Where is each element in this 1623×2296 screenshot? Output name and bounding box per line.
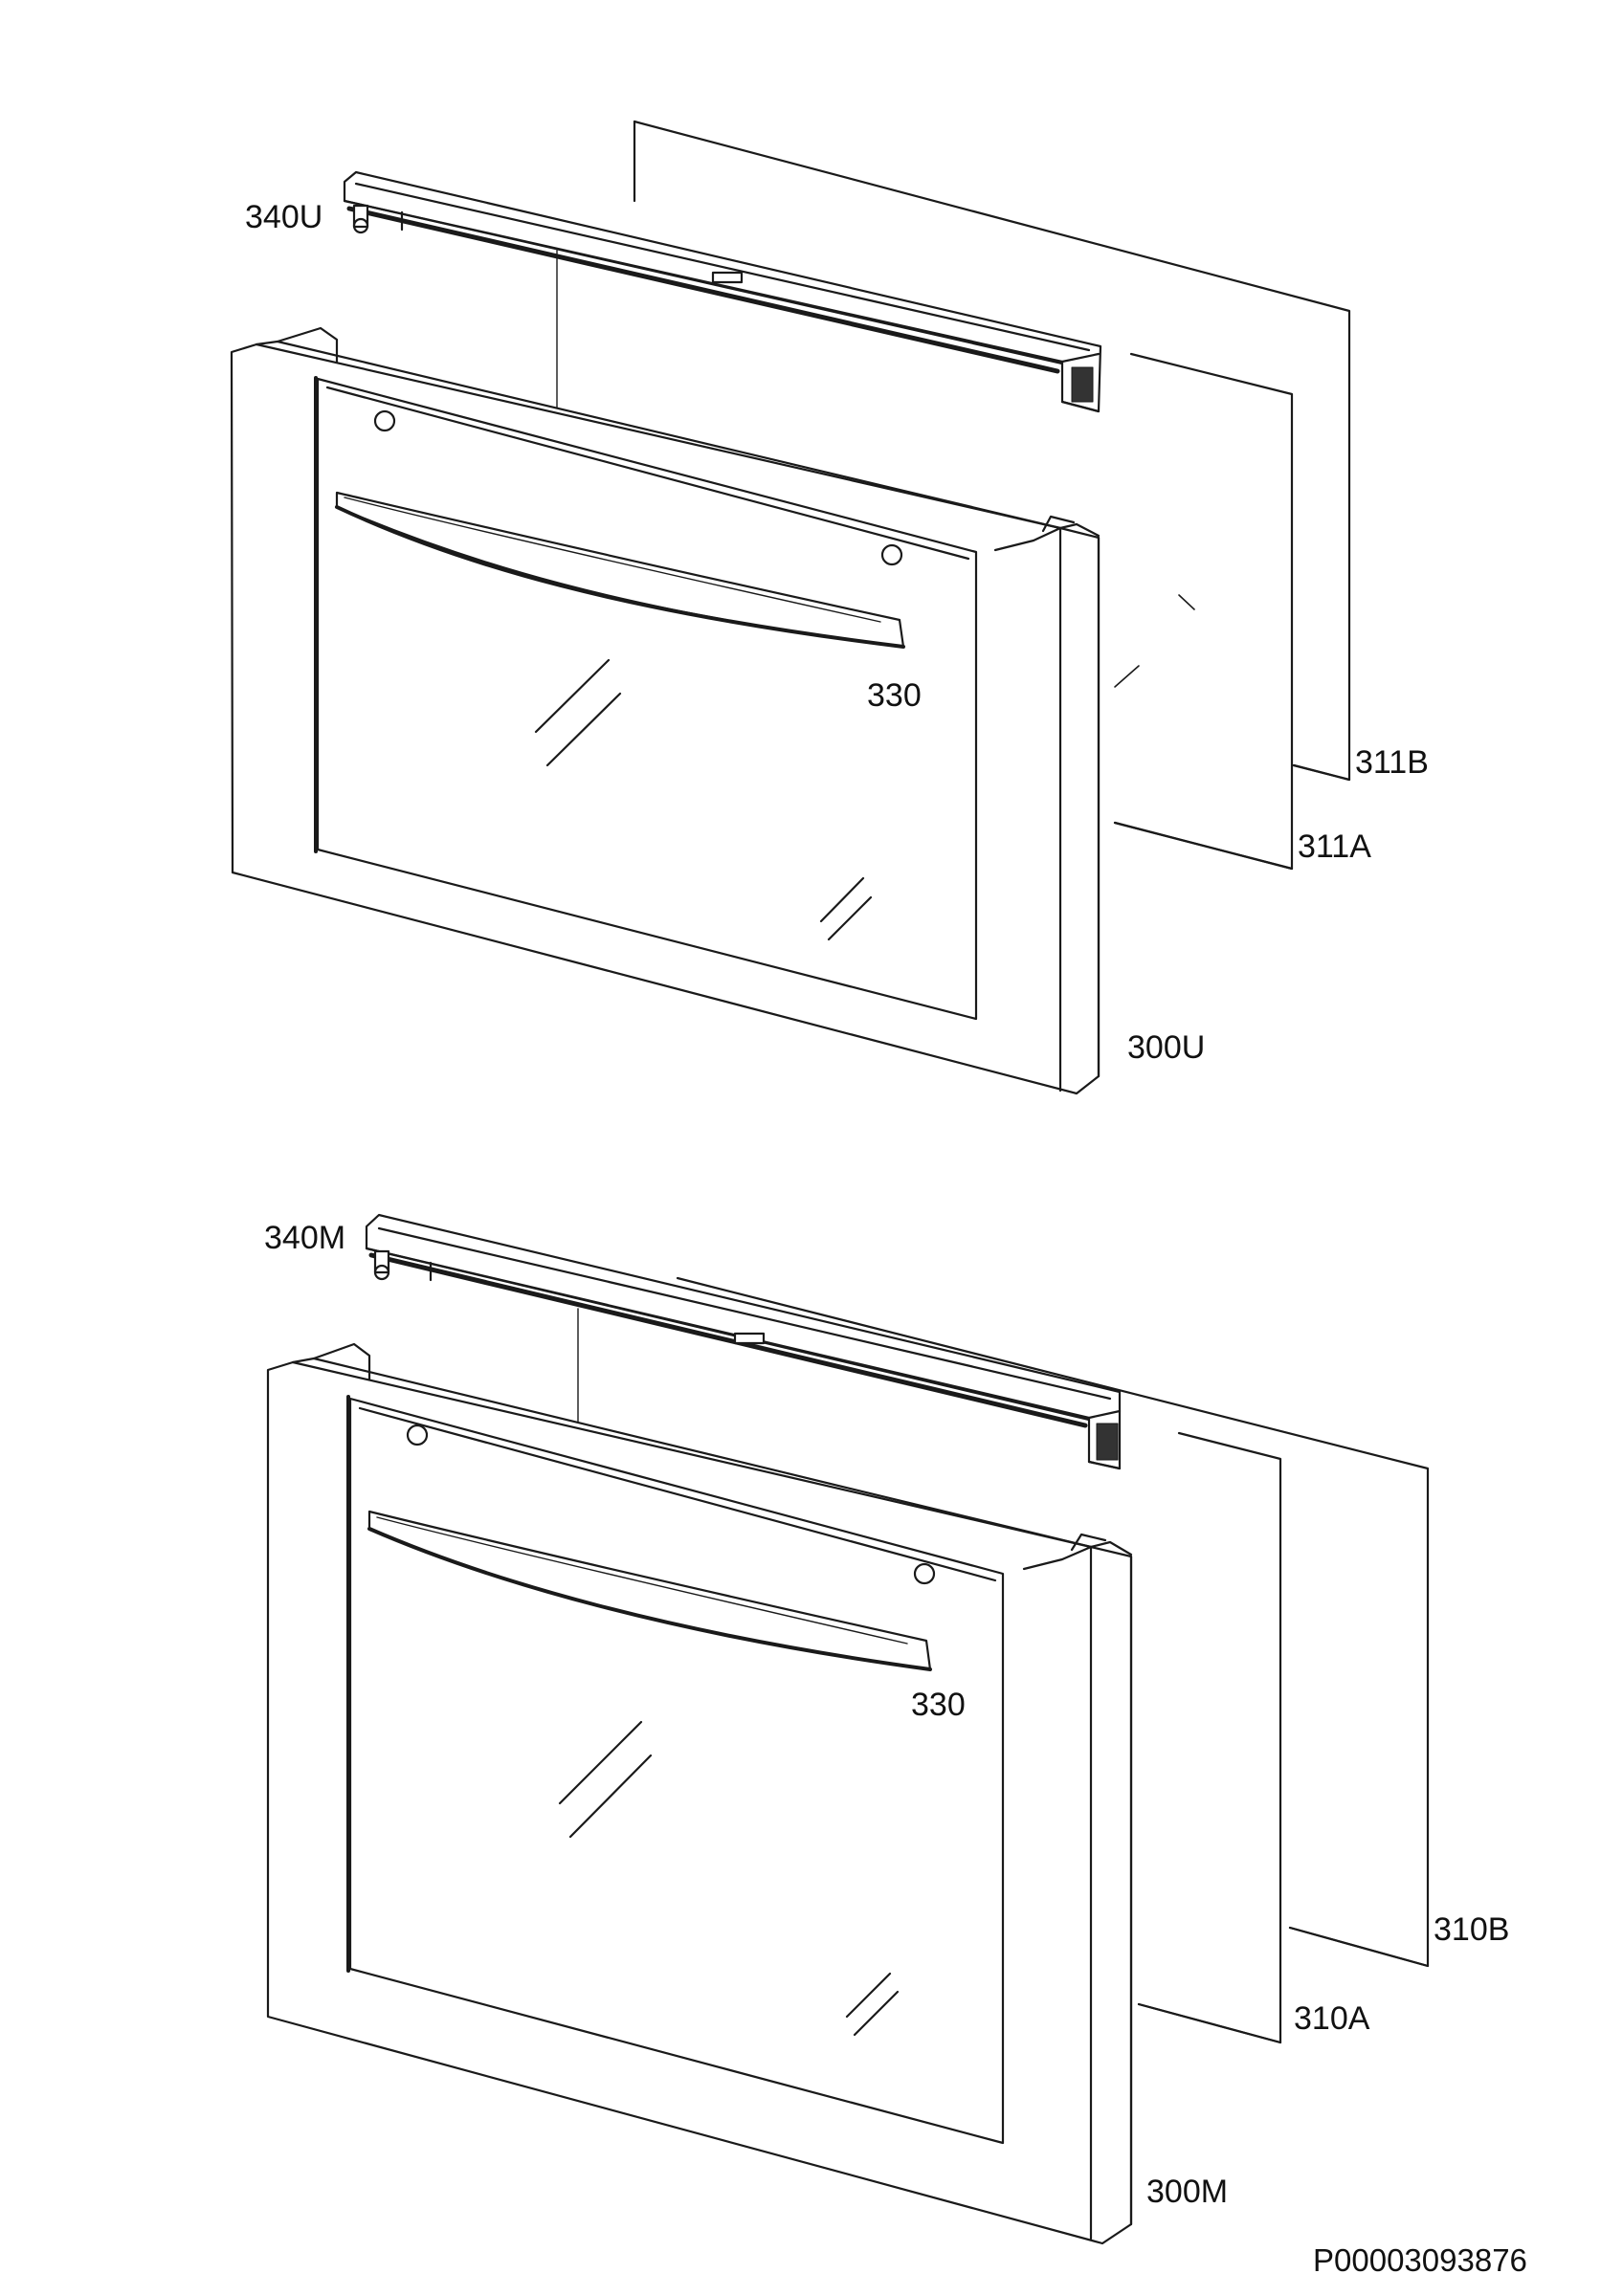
middle-handle [367,1510,932,1671]
upper-door-assembly [230,120,1351,1095]
label-311A: 311A [1298,828,1371,865]
upper-leader-311B [1292,763,1351,782]
label-300M: 300M [1146,2174,1229,2210]
upper-door-frame [230,326,1101,1095]
label-311B: 311B [1355,744,1429,781]
middle-door-assembly [266,1213,1430,2245]
upper-top-trim [343,170,1102,413]
label-340M: 340M [264,1220,346,1256]
label-310B: 310B [1434,1911,1510,1948]
middle-top-trim [365,1213,1122,1470]
middle-glass-panel-inner [1137,1431,1282,2044]
upper-leader-311A [1113,821,1294,871]
label-340U: 340U [245,199,323,235]
label-middle-330: 330 [911,1687,966,1723]
upper-glass-panel-inner [1113,352,1294,871]
label-310A: 310A [1294,2000,1370,2037]
label-upper-330: 330 [867,677,922,714]
reference-code: P00003093876 [1313,2242,1527,2278]
label-300U: 300U [1127,1029,1206,1066]
middle-leader-310B [1288,1926,1430,1968]
middle-leader-310A [1137,2002,1282,2044]
middle-door-frame [266,1342,1133,2245]
upper-handle [335,491,905,649]
